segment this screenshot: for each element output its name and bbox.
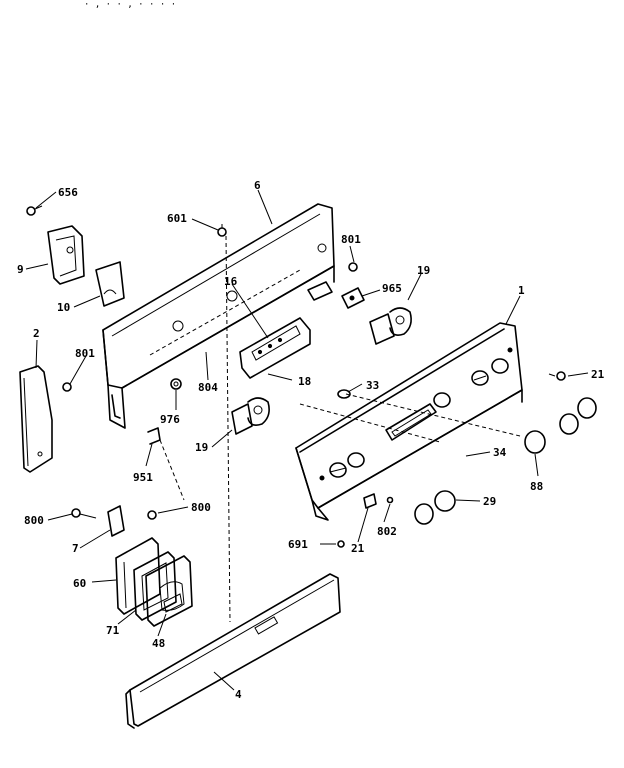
callout-16-upper: 16	[224, 275, 238, 288]
callout-18: 18	[298, 375, 311, 388]
callout-29: 29	[483, 495, 496, 508]
end-cap-left-part	[19, 365, 53, 473]
callout-976: 976	[160, 413, 180, 426]
callout-88: 88	[530, 480, 543, 493]
screw-802	[386, 496, 394, 504]
bracket-965	[341, 287, 365, 309]
clip-951	[147, 427, 161, 445]
callout-6: 6	[254, 179, 261, 192]
bracket-16-upper	[307, 281, 333, 301]
callout-601-top: 601	[167, 212, 187, 225]
screw-656	[26, 205, 43, 216]
callout-656: 656	[58, 186, 78, 199]
alignment-line-knob	[345, 393, 521, 437]
callout-10: 10	[57, 301, 70, 314]
callout-34: 34	[493, 446, 507, 459]
callout-9: 9	[17, 263, 24, 276]
switch-19-right	[369, 307, 412, 345]
callout-804: 804	[198, 381, 218, 394]
screw-21-bottom	[363, 493, 377, 509]
switch-19-left	[231, 397, 270, 435]
callout-2: 2	[33, 327, 40, 340]
backguard-part	[102, 203, 335, 429]
screw-801-left	[62, 382, 72, 392]
leader-lines	[25, 189, 589, 691]
knob-29-group	[414, 490, 456, 525]
callout-4: 4	[235, 688, 242, 701]
callout-801-right: 801	[341, 233, 361, 246]
callout-802: 802	[377, 525, 397, 538]
end-cap-bracket-part	[95, 261, 125, 307]
screw-21-right	[548, 371, 566, 381]
clip-7	[107, 505, 125, 537]
module-71	[133, 551, 177, 621]
callout-800-left: 800	[24, 514, 44, 527]
screw-33	[337, 389, 351, 399]
bracket-part	[47, 225, 85, 285]
screw-601-top	[217, 224, 227, 237]
alignment-line-panel	[299, 403, 441, 443]
callout-965: 965	[382, 282, 402, 295]
callout-801-left: 801	[75, 347, 95, 360]
grommet-976	[170, 378, 182, 390]
clock-timer-part	[239, 317, 311, 379]
screw-800-right	[147, 510, 157, 520]
module-60	[115, 537, 161, 615]
callout-7: 7	[72, 542, 79, 555]
callout-33: 33	[366, 379, 379, 392]
knob-88-group	[524, 397, 597, 454]
callout-19-right: 19	[417, 264, 430, 277]
callout-21-right: 21	[591, 368, 605, 381]
trim-strip-part	[125, 573, 341, 729]
callout-21-bottom: 21	[351, 542, 365, 555]
callout-691: 691	[288, 538, 308, 551]
module-48	[145, 555, 193, 627]
control-panel-part	[295, 322, 523, 521]
callout-800-right: 800	[191, 501, 211, 514]
callout-48: 48	[152, 637, 165, 650]
screw-801-right	[348, 262, 358, 272]
header-fragment: · , · · , · · · ·	[84, 0, 176, 10]
screw-691	[337, 540, 345, 548]
alignment-line-clip	[159, 439, 185, 501]
callout-71: 71	[106, 624, 120, 637]
callout-labels: 656 6 601 9 10 801 16 965 19 1 2 801 804…	[17, 179, 605, 701]
callout-19-left: 19	[195, 441, 208, 454]
callout-1: 1	[518, 284, 525, 297]
callout-60: 60	[73, 577, 86, 590]
screw-800-left	[71, 508, 97, 519]
callout-951: 951	[133, 471, 153, 484]
alignment-line-vertical	[225, 235, 231, 623]
